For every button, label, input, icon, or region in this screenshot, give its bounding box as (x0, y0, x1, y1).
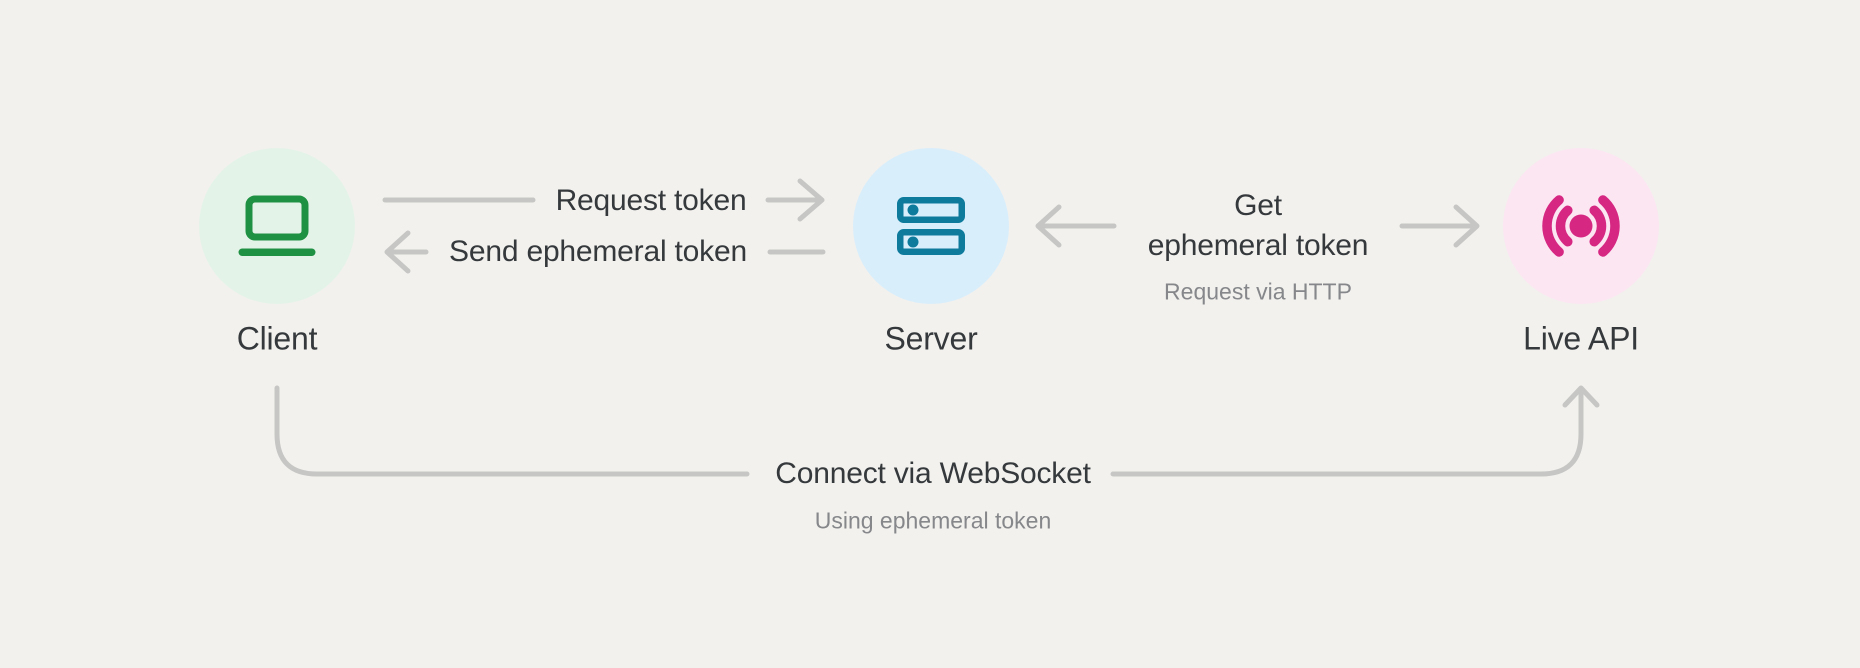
server-to-liveapi-arrowhead (1453, 204, 1480, 248)
websocket-arrowhead (1562, 385, 1600, 408)
client-node (199, 148, 355, 304)
server-icon (897, 197, 965, 255)
liveapi-node (1503, 148, 1659, 304)
using-ephemeral-token-sublabel: Using ephemeral token (814, 507, 1052, 534)
client-label: Client (236, 320, 318, 357)
liveapi-label: Live API (1523, 320, 1639, 357)
request-token-label: Request token (555, 184, 747, 217)
laptop-icon (238, 195, 316, 256)
websocket-path-right (1110, 389, 1584, 477)
send-ephemeral-token-label: Send ephemeral token (449, 235, 747, 268)
broadcast-icon (1542, 195, 1620, 257)
get-ephemeral-token-line1: Get (1234, 189, 1282, 222)
liveapi-to-server-arrowhead (1035, 204, 1062, 248)
request-via-http-sublabel: Request via HTTP (1164, 278, 1352, 305)
server-to-client-arrowhead (384, 230, 411, 274)
client-to-server-arrowhead (797, 178, 825, 222)
connect-via-websocket-label: Connect via WebSocket (775, 457, 1091, 490)
get-ephemeral-token-label: Get ephemeral token (1147, 186, 1369, 266)
server-label: Server (884, 320, 978, 357)
websocket-path-left (274, 385, 750, 477)
server-node (853, 148, 1009, 304)
get-ephemeral-token-line2: ephemeral token (1147, 229, 1369, 262)
